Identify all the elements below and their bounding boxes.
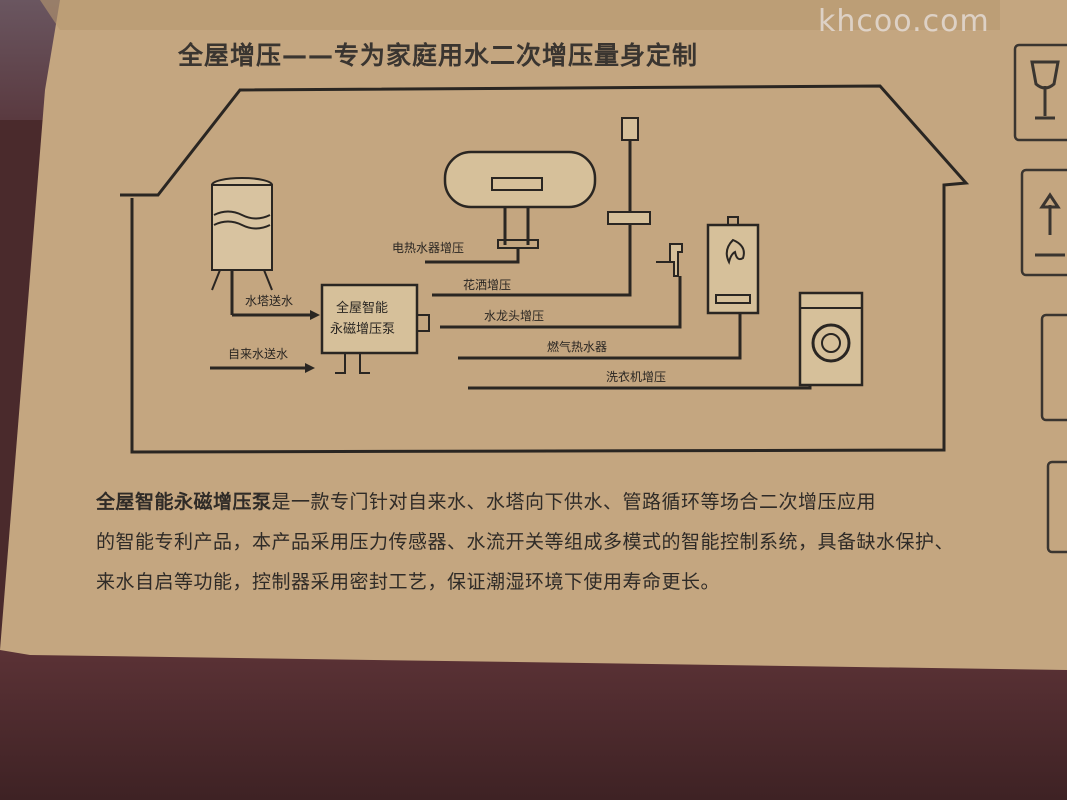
description-line-2: 的智能专利产品，本产品采用压力传感器、水流开关等组成多模式的智能控制系统，具备缺…: [96, 531, 955, 553]
side-icon: [1046, 460, 1067, 554]
house-outline: [120, 84, 970, 454]
water-tower: [211, 177, 273, 315]
branch-label-electric-heater: 电热水器增压: [392, 241, 464, 255]
water-tower-supply-label: 水塔送水: [245, 293, 293, 308]
gas-water-heater: [706, 216, 760, 357]
branch-label-faucet: 水龙头增压: [484, 309, 544, 323]
branch-pipes: [425, 248, 812, 390]
pump-label-line2: 永磁增压泵: [330, 322, 395, 337]
branch-label-gas-heater: 燃气热水器: [547, 339, 607, 354]
description-line-3: 来水自启等功能，控制器采用密封工艺，保证潮湿环境下使用寿命更长。: [96, 571, 721, 593]
branch-label-shower: 花洒增压: [463, 277, 511, 292]
fragile-icon: [1013, 43, 1067, 142]
washing-machine: [798, 291, 864, 387]
description-line-1: 全屋智能永磁增压泵是一款专门针对自来水、水塔向下供水、管路循环等场合二次增压应用: [96, 487, 1056, 514]
shower: [607, 117, 651, 285]
description-line-1-rest: 是一款专门针对自来水、水塔向下供水、管路循环等场合二次增压应用: [271, 491, 877, 513]
background-bottom: [0, 650, 1067, 800]
page-title: 全屋增压——专为家庭用水二次增压量身定制: [178, 41, 699, 70]
branch-label-washing-machine: 洗衣机增压: [606, 369, 666, 384]
box-flap: [40, 0, 1000, 30]
this-way-up-icon: [1020, 168, 1067, 277]
pump-box: [320, 283, 419, 355]
box-face: [0, 0, 1067, 670]
faucet: [656, 243, 683, 322]
pump-label-line1: 全屋智能: [336, 300, 388, 316]
tap-water-supply-label: 自来水送水: [228, 346, 288, 361]
product-name: 全屋智能永磁增压泵: [96, 491, 272, 513]
watermark: khcoo.com: [818, 4, 990, 39]
electric-water-heater: [443, 150, 597, 249]
keep-dry-icon: [1040, 313, 1067, 422]
